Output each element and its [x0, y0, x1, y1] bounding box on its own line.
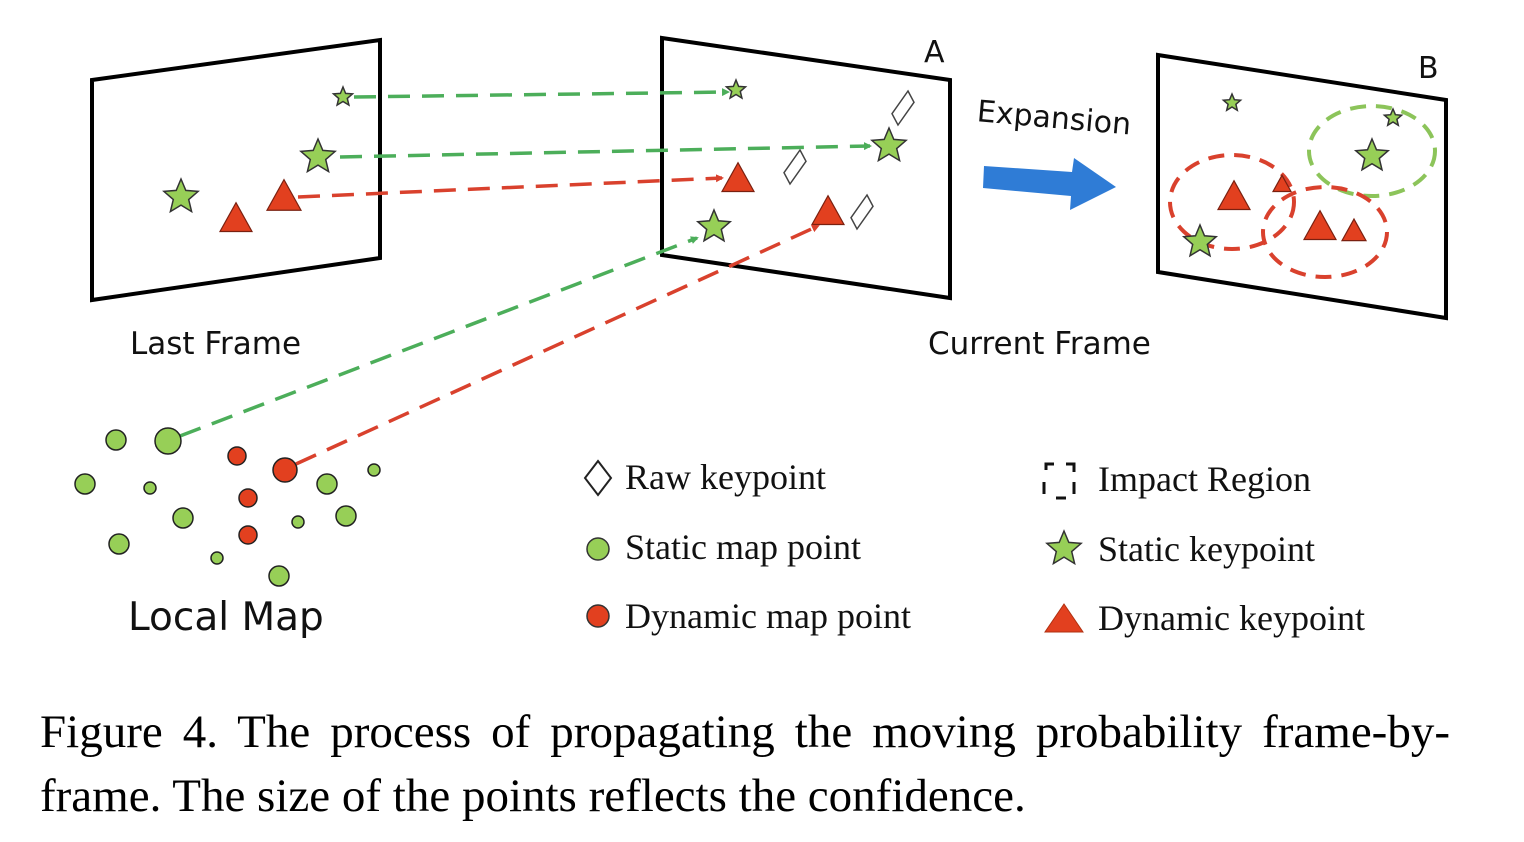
frame-a-keypoints	[695, 78, 915, 243]
legend-label: Impact Region	[1098, 459, 1311, 499]
raw-keypoint-icon	[850, 193, 874, 231]
legend-label: Dynamic map point	[625, 596, 911, 636]
static-map-point-icon	[74, 473, 96, 495]
local-map-points	[74, 427, 381, 587]
static-keypoint-icon	[695, 208, 733, 243]
impact-region-dynamic-right	[1261, 185, 1389, 279]
frame-b-impact-regions	[1168, 104, 1437, 279]
dynamic-map-point-icon	[586, 604, 610, 628]
legend: Raw keypoint Static map point Dynamic ma…	[583, 457, 1365, 638]
static-keypoint-icon	[162, 177, 200, 214]
dynamic-keypoint-icon	[1302, 209, 1338, 241]
raw-keypoint-icon	[891, 89, 915, 127]
dynamic-keypoint-icon	[720, 161, 756, 193]
static-keypoint-icon	[1045, 529, 1083, 566]
dynamic-map-point-icon	[238, 525, 258, 545]
match-line-static-small	[353, 88, 730, 99]
last-frame-keypoints	[162, 85, 355, 233]
map-line-dynamic	[295, 224, 820, 466]
static-keypoint-icon	[1045, 529, 1083, 566]
legend-item-static-map-point: Static map point	[586, 527, 861, 567]
static-keypoint-icon	[1181, 223, 1219, 258]
static-map-point-icon	[367, 463, 381, 477]
legend-item-raw-keypoint: Raw keypoint	[583, 457, 826, 497]
dynamic-keypoint-icon	[1044, 603, 1084, 633]
current-frame-label: Current Frame	[928, 326, 1151, 362]
legend-item-impact-region: Impact Region	[1042, 459, 1311, 500]
static-map-point-icon	[143, 481, 157, 495]
last-frame-panel	[90, 37, 382, 303]
dynamic-map-point-icon	[272, 457, 298, 483]
legend-label: Static keypoint	[1098, 529, 1315, 569]
static-keypoint-icon	[724, 78, 748, 100]
static-map-point-icon	[172, 507, 194, 529]
correspondence-lines	[179, 88, 872, 466]
legend-item-dynamic-keypoint: Dynamic keypoint	[1044, 598, 1365, 638]
local-map-label: Local Map	[128, 595, 324, 640]
last-frame-label: Last Frame	[130, 326, 301, 362]
expansion-arrow-icon	[983, 158, 1116, 210]
frame-b-keypoints	[1181, 92, 1404, 258]
impact-region-static	[1307, 104, 1437, 198]
static-keypoint-icon	[1382, 107, 1404, 127]
expansion-label: Expansion	[976, 94, 1133, 142]
frame-a-label: A	[924, 35, 945, 70]
dynamic-keypoint-icon	[218, 201, 254, 233]
match-line-static-large	[339, 142, 872, 159]
frame-b-panel	[1156, 52, 1448, 321]
dynamic-map-point-icon	[238, 488, 258, 508]
impact-region-icon	[1042, 462, 1076, 500]
legend-label: Static map point	[625, 527, 861, 567]
frame-a-panel	[660, 35, 952, 301]
static-map-point-icon	[268, 565, 290, 587]
static-map-point-icon	[108, 533, 130, 555]
dynamic-map-point-icon	[227, 446, 247, 466]
raw-keypoint-icon	[583, 459, 613, 497]
dynamic-keypoint-icon	[1271, 174, 1293, 193]
legend-item-static-keypoint: Static keypoint	[1045, 529, 1315, 569]
match-line-dynamic	[297, 174, 724, 199]
map-line-static	[179, 236, 699, 438]
static-map-point-icon	[210, 551, 224, 565]
dynamic-keypoint-icon	[1340, 217, 1368, 242]
static-keypoint-icon	[331, 85, 355, 107]
static-map-point-icon	[586, 537, 610, 561]
legend-label: Raw keypoint	[625, 457, 826, 497]
static-keypoint-icon	[1353, 137, 1391, 172]
static-map-point-icon	[291, 515, 305, 529]
dynamic-keypoint-icon	[265, 178, 303, 211]
raw-keypoint-icon	[783, 148, 807, 186]
legend-item-dynamic-map-point: Dynamic map point	[586, 596, 911, 636]
static-keypoint-icon	[299, 137, 337, 174]
static-keypoint-icon	[1221, 92, 1243, 112]
frame-b-label: B	[1418, 51, 1439, 86]
static-map-point-icon	[105, 429, 127, 451]
static-map-point-icon	[316, 473, 338, 495]
impact-region-dynamic-left	[1168, 153, 1296, 251]
static-map-point-icon	[154, 427, 182, 455]
static-map-point-icon	[335, 505, 357, 527]
dynamic-keypoint-icon	[810, 194, 846, 226]
figure-caption: Figure 4. The process of propagating the…	[40, 706, 1450, 822]
static-keypoint-icon	[870, 126, 908, 163]
dynamic-keypoint-icon	[1216, 179, 1252, 211]
legend-label: Dynamic keypoint	[1098, 598, 1365, 638]
